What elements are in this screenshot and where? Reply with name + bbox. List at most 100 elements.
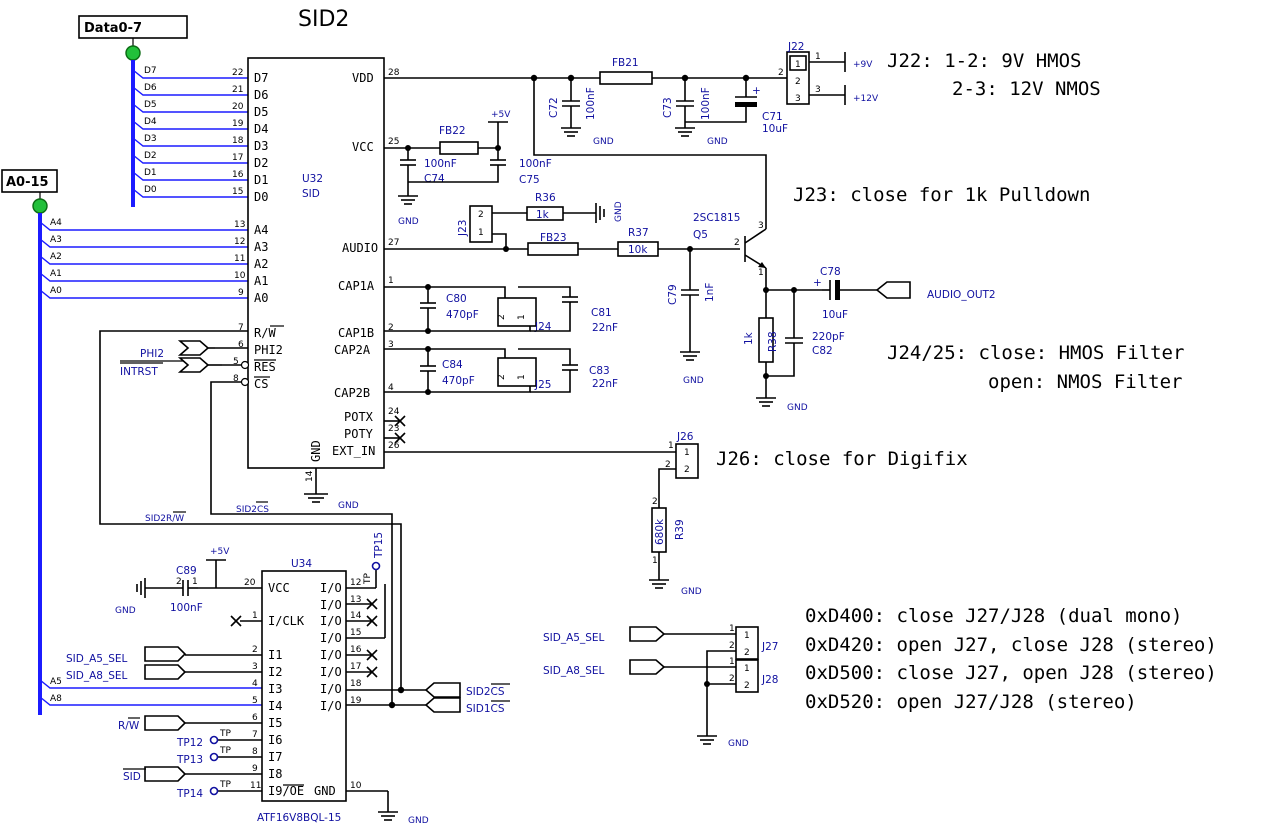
u32-pin-cap2b: CAP2B: [334, 386, 370, 400]
u34-pinno-10: 10: [350, 781, 362, 791]
j28-stub2: 2: [729, 674, 735, 684]
j28-ref: J28: [761, 674, 778, 686]
u32-pin-d4: D4: [254, 122, 268, 136]
u32-pinno-20: 20: [232, 102, 244, 112]
j27-pin2: 2: [744, 648, 750, 658]
sid1cs-out-port[interactable]: SID1CS: [424, 697, 510, 715]
note-j22-line1: J22: 1-2: 9V HMOS: [887, 50, 1081, 72]
j26-pin2: 2: [684, 465, 690, 475]
tp13-testpoint[interactable]: TP13 TP: [176, 746, 231, 766]
r39-pin2: 2: [652, 497, 658, 507]
cap1-filter: C80 470pF 2 1 J24 C81 22nF: [384, 284, 618, 334]
u34-pinno-16: 16: [350, 645, 362, 655]
j22-pin2: 2: [795, 77, 801, 87]
r39-ref: R39: [674, 519, 686, 540]
c83-ref: C83: [589, 365, 610, 377]
fb21-label: FB21: [612, 57, 639, 69]
c84-ref: C84: [442, 359, 463, 371]
j22-stub1: 1: [815, 52, 821, 62]
c72-gnd: GND: [593, 137, 614, 147]
u34-pin-i5: I5: [268, 716, 282, 730]
p12v-label: +12V: [853, 94, 879, 104]
u32-pinno-3: 3: [388, 340, 394, 350]
c89-pin1: 1: [192, 577, 198, 587]
c74-value: 100nF: [424, 158, 457, 170]
audio-out-label: AUDIO_OUT2: [927, 289, 996, 301]
sid-a8-sel-right-label[interactable]: SID_A8_SEL: [543, 665, 605, 677]
bus-label-a5: A5: [50, 677, 62, 687]
u34-pinno-1: 1: [252, 611, 258, 621]
c72-ref: C72: [548, 97, 560, 118]
u34-ref: U34: [291, 558, 312, 570]
sid-a8-sel-port-left[interactable]: SID_A8_SEL: [66, 664, 187, 682]
p5v-label-1: +5V: [491, 110, 511, 120]
j23-pin1: 1: [478, 228, 484, 238]
u32-pinno-6: 6: [238, 340, 244, 350]
c89-gnd: GND: [115, 606, 136, 616]
c83-value: 22nF: [592, 378, 618, 390]
u34-pin-io17: I/O: [320, 665, 342, 679]
u34-pin-iclk: I/CLK: [268, 614, 305, 628]
c73-capacitor: C73 100nF GND: [662, 78, 728, 147]
j28-jumper[interactable]: [735, 659, 759, 693]
j22-jumper[interactable]: 1 2 3 J22 2 1 3 +9V +12V: [778, 41, 879, 105]
address-bus-tag: [1, 169, 58, 193]
r36-gnd: GND: [614, 201, 624, 222]
sid-port[interactable]: SID: [123, 766, 187, 783]
q5-pin2: 2: [734, 238, 740, 248]
c71-capacitor: + C71 10uF: [685, 78, 788, 135]
vcc-network: FB22 +5V 100nF C74 100nF C75 GND: [384, 110, 552, 227]
u32-pin-gnd: GND: [309, 440, 323, 462]
u32-pin-d5: D5: [254, 105, 268, 119]
j28-pin2: 2: [744, 681, 750, 691]
q5-pin3: 3: [758, 221, 764, 231]
c81-value: 22nF: [592, 322, 618, 334]
u34-pin-i2: I2: [268, 665, 282, 679]
u32-pin-cap2a: CAP2A: [334, 343, 371, 357]
u32-pin-a1: A1: [254, 274, 268, 288]
sid2cs-out-port[interactable]: SID2CS: [424, 682, 510, 698]
r38-ref: R38: [767, 331, 779, 352]
u32-pin-a2: A2: [254, 257, 268, 271]
u32-gnd: GND: [304, 468, 359, 511]
u32-pinno-8: 8: [233, 374, 239, 384]
u32-pin-d7: D7: [254, 71, 268, 85]
sid-a5-sel-port-left[interactable]: SID_A5_SEL: [66, 646, 187, 665]
u32-pin-cs: CS: [254, 377, 268, 391]
u34-pin-io19: I/O: [320, 699, 342, 713]
bus-label-a1: A1: [50, 269, 62, 279]
u32-pin-d3: D3: [254, 139, 268, 153]
audio-out-port[interactable]: AUDIO_OUT2: [875, 281, 996, 301]
u32-sid-chip: U32 SID D7 D6 D5 D4 D3 D2 D1 D0 A4 A3 A2…: [215, 57, 400, 482]
address-bus-branches: A4 A3 A2 A1 A0 A5 A8: [39, 218, 263, 706]
tp14-tp: TP: [219, 780, 231, 790]
j27-stub2: 2: [729, 641, 735, 651]
c75-ref: C75: [519, 174, 540, 186]
u32-pin-cap1a: CAP1A: [338, 279, 375, 293]
r37-value: 10k: [628, 244, 648, 256]
intrst-port[interactable]: INTRST: [120, 357, 210, 378]
u34-pin-io15: I/O: [320, 631, 342, 645]
c79-ref: C79: [667, 284, 679, 305]
tp15-testpoint[interactable]: TP15 TP: [363, 532, 385, 585]
j26-stub1: 1: [668, 441, 674, 451]
rw-port[interactable]: R/W: [118, 715, 187, 732]
tp12-ref: TP12: [176, 737, 203, 749]
j24-ref: J24: [534, 321, 552, 333]
r36-value: 1k: [536, 209, 550, 221]
sid-a5-sel-right-label[interactable]: SID_A5_SEL: [543, 632, 605, 644]
tp14-testpoint[interactable]: TP14 TP: [176, 780, 231, 800]
u32-gnd-label: GND: [338, 501, 359, 511]
phi2-port[interactable]: PHI2: [120, 340, 210, 362]
address-bus-label: A0-15: [6, 175, 49, 190]
c71-plus: +: [752, 85, 761, 97]
bus-label-d7: D7: [144, 66, 157, 76]
u32-pin-vdd: VDD: [352, 71, 374, 85]
u32-pin-d6: D6: [254, 88, 268, 102]
tp12-testpoint[interactable]: TP12 TP: [176, 729, 231, 749]
u32-pinno-9: 9: [238, 288, 244, 298]
j27-jumper[interactable]: [735, 626, 759, 660]
p9v-label: +9V: [853, 60, 873, 70]
u32-pinno-1: 1: [388, 276, 394, 286]
j23-jumper[interactable]: 2 1 J23 1k R36 GND: [457, 192, 624, 249]
